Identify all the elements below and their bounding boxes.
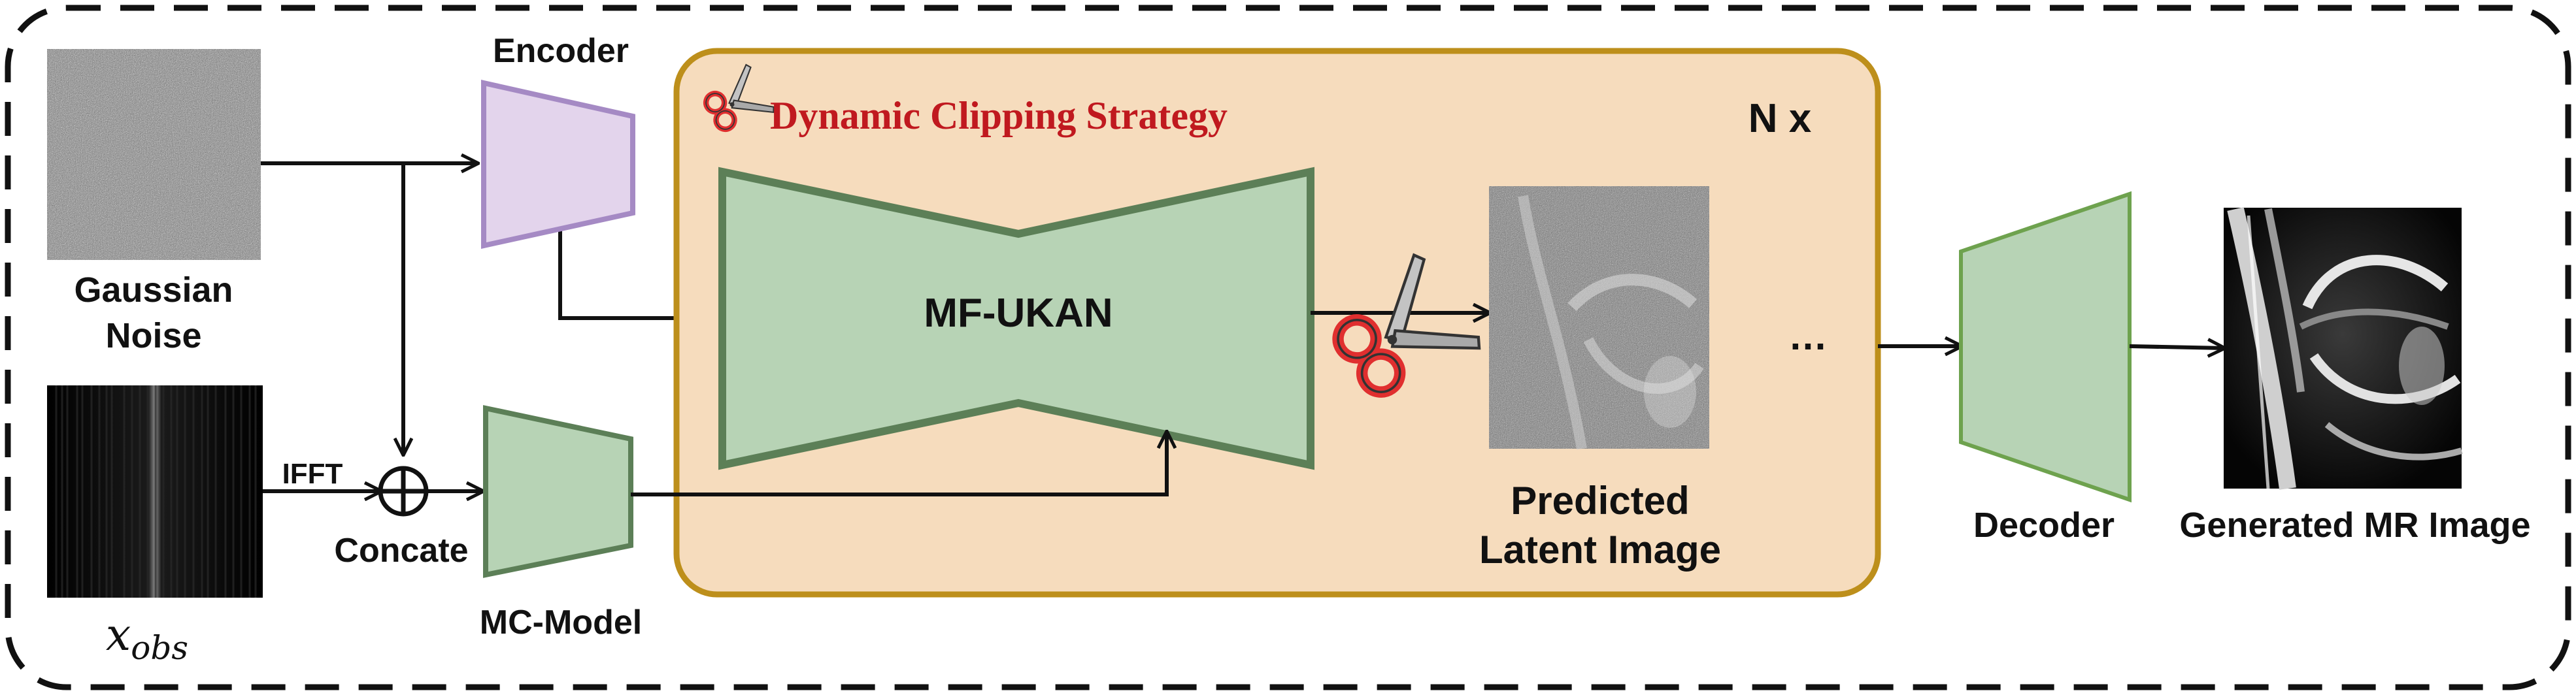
kspace-label-sub: obs xyxy=(131,629,188,667)
strategy-scissors-icon xyxy=(703,63,775,133)
scissors-icon xyxy=(1332,253,1481,398)
concat-label: Concate xyxy=(334,532,468,570)
output-label: Generated MR Image xyxy=(2179,506,2530,545)
ifft-label: IFFT xyxy=(282,458,343,490)
repeat-label: N x xyxy=(1748,96,1812,141)
mf-ukan-label: MF-UKAN xyxy=(924,291,1112,336)
encoder-label: Encoder xyxy=(493,32,629,70)
input-connectors xyxy=(261,163,721,491)
decoder-block xyxy=(1959,191,2132,503)
encoder-to-unet-arrow xyxy=(558,229,721,318)
noise-label-line1: Gaussian xyxy=(74,270,233,310)
generated-mr-image xyxy=(2224,207,2463,490)
gaussian-noise-image xyxy=(47,49,261,260)
loop-ellipsis: … xyxy=(1788,314,1828,358)
kspace-label: xobs xyxy=(106,609,188,667)
latent-image xyxy=(1489,186,1709,450)
decoder-to-output-arrow xyxy=(2129,346,2224,348)
kspace-image xyxy=(47,385,263,598)
mf-ukan-block xyxy=(718,167,1314,470)
decoder-label: Decoder xyxy=(1973,506,2115,545)
strategy-title: Dynamic Clipping Strategy xyxy=(770,94,1228,137)
mc-to-unet-arrow xyxy=(631,432,1167,496)
latent-label-line1: Predicted xyxy=(1511,479,1689,523)
encoder-block xyxy=(481,80,635,249)
noise-label-line2: Noise xyxy=(105,316,201,355)
latent-label-line2: Latent Image xyxy=(1479,528,1721,572)
mc-model-label: MC-Model xyxy=(480,604,642,641)
mc-model-block xyxy=(483,405,633,578)
outer-frame xyxy=(5,5,2571,690)
kspace-label-base: x xyxy=(106,609,131,661)
